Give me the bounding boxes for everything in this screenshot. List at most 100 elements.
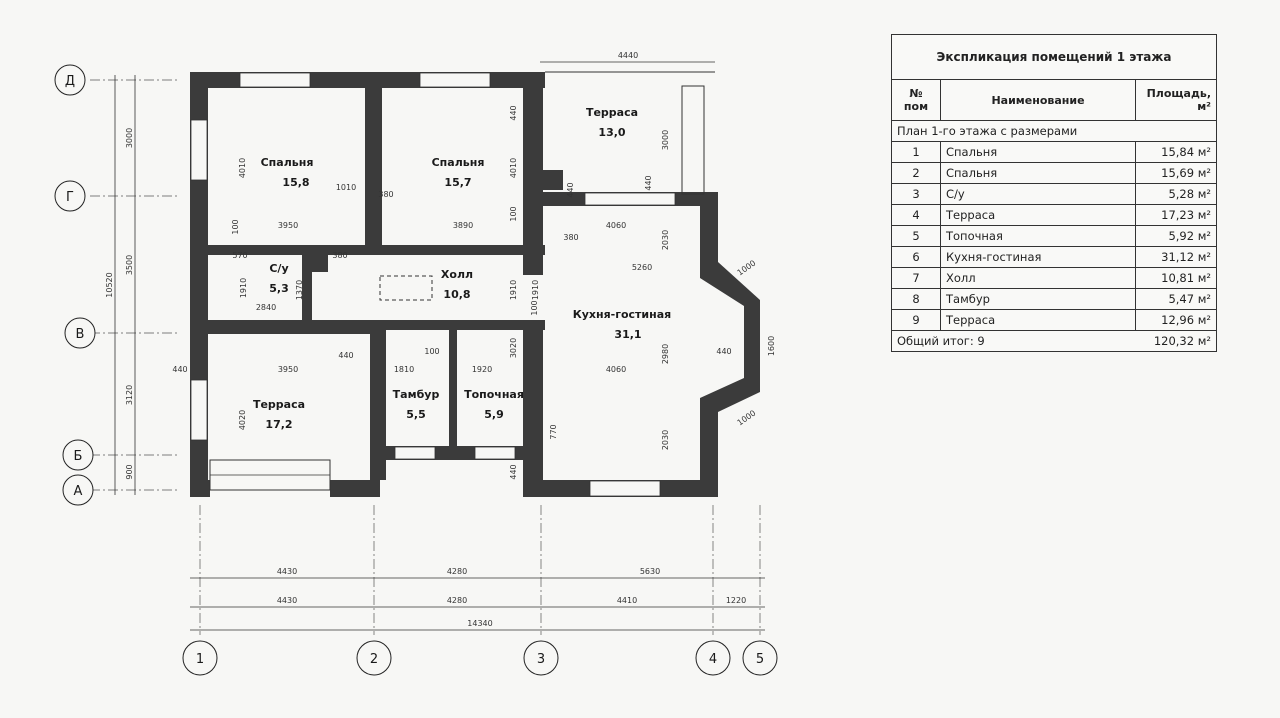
dim-label: 10520 <box>105 272 114 297</box>
room-labels: Спальня 15,8 Спальня 15,7 Терраса 13,0 С… <box>253 106 671 431</box>
row-area: 15,84 м² <box>1135 141 1217 163</box>
dim-label: 3120 <box>125 385 134 405</box>
row-name: Спальня <box>940 162 1136 184</box>
dim-label: 14340 <box>467 619 492 628</box>
dim-label: 4410 <box>617 596 637 605</box>
dim-label: 3000 <box>661 130 670 150</box>
axis-col-label: 3 <box>537 652 545 667</box>
wall-hall-kitchen <box>523 255 543 275</box>
dim-label: 2030 <box>661 430 670 450</box>
row-axis-markers: Д Г В Б А <box>54 64 96 506</box>
dim-label: 5630 <box>640 567 660 576</box>
room-name: Терраса <box>253 398 305 411</box>
dim-label: 1600 <box>767 336 776 356</box>
row-num: 1 <box>891 141 941 163</box>
axis-row-marker <box>54 180 86 212</box>
wall-tambour-divider <box>449 330 457 455</box>
dim-label: 1000 <box>736 258 758 277</box>
dim-label: 5260 <box>632 263 652 272</box>
wall-tambour-left <box>370 320 386 480</box>
window-bedroom2-top <box>419 72 491 88</box>
room-name: Спальня <box>261 156 314 169</box>
axis-col-label: 1 <box>196 652 204 667</box>
col-axis-markers: 1 2 3 4 5 <box>182 640 778 676</box>
row-name: Терраса <box>940 309 1136 331</box>
room-name: Тамбур <box>393 388 440 401</box>
dim-label: 440 <box>172 365 187 374</box>
row-area: 5,28 м² <box>1135 183 1217 205</box>
dim-label: 3000 <box>125 128 134 148</box>
dim-label: 2980 <box>661 344 670 364</box>
axis-col-label: 5 <box>756 652 764 667</box>
row-area: 5,47 м² <box>1135 288 1217 310</box>
room-name: Кухня-гостиная <box>573 308 671 321</box>
dim-label: 4060 <box>606 221 626 230</box>
room-area: 31,1 <box>614 328 641 341</box>
axis-col-marker <box>182 640 218 676</box>
dim-label: 4440 <box>618 51 638 60</box>
window-bedroom1-left <box>190 119 208 181</box>
axis-row-marker <box>64 317 96 349</box>
table-title: Экспликация помещений 1 этажа <box>891 34 1217 80</box>
row-num: 7 <box>891 267 941 289</box>
room-area: 5,3 <box>269 282 289 295</box>
dim-label: 1370 <box>295 280 304 300</box>
dim-label: 380 <box>332 251 347 260</box>
dim-label: 2030 <box>661 230 670 250</box>
dim-label: 100 <box>424 347 439 356</box>
dim-label: 3020 <box>509 338 518 358</box>
room-area: 15,8 <box>282 176 309 189</box>
dim-label: 4020 <box>238 410 247 430</box>
row-name: Спальня <box>940 141 1136 163</box>
table-row: 3 С/у 5,28 м² <box>891 183 1217 205</box>
explication-table: Экспликация помещений 1 этажа № пом Наим… <box>891 34 1217 352</box>
dim-label: 4430 <box>277 567 297 576</box>
row-area: 5,92 м² <box>1135 225 1217 247</box>
window-terrace-left <box>190 379 208 441</box>
row-name: Холл <box>940 267 1136 289</box>
dim-label: 1910 <box>531 280 540 300</box>
table-row: 1 Спальня 15,84 м² <box>891 141 1217 163</box>
axis-col-marker <box>356 640 392 676</box>
dimension-texts: 4430 4280 5630 4430 4280 4410 1220 14340… <box>105 51 776 628</box>
dim-label: 1220 <box>726 596 746 605</box>
wall-terrace-corner <box>190 480 210 497</box>
terrace-railing <box>681 85 705 195</box>
row-area: 17,23 м² <box>1135 204 1217 226</box>
dim-label: 100 <box>509 206 518 221</box>
room-area: 15,7 <box>444 176 471 189</box>
window-kitchen-bottom <box>589 480 661 497</box>
dim-label: 440 <box>566 182 575 197</box>
axis-col-marker <box>523 640 559 676</box>
row-name: Тамбур <box>940 288 1136 310</box>
dim-label: 1010 <box>336 183 356 192</box>
row-name: Терраса <box>940 204 1136 226</box>
wall-bath-right <box>302 255 312 325</box>
dim-label: 440 <box>716 347 731 356</box>
dim-label: 4430 <box>277 596 297 605</box>
wall-kitchen-right-upper <box>700 192 718 264</box>
dim-label: 3950 <box>278 365 298 374</box>
room-area: 5,5 <box>406 408 426 421</box>
row-num: 9 <box>891 309 941 331</box>
axis-row-label: Г <box>66 190 74 205</box>
wall-bath-shaft <box>310 252 328 272</box>
axis-row-label: Б <box>74 449 83 464</box>
total-area: 120,32 м² <box>1135 330 1217 352</box>
col-header-name: Наименование <box>940 79 1136 121</box>
dim-label: 1000 <box>736 408 758 427</box>
dim-label: 100 <box>530 300 539 315</box>
col-header-area: Площадь, м² <box>1135 79 1217 121</box>
dim-label: 1920 <box>472 365 492 374</box>
wall-under-hall <box>190 320 380 334</box>
axis-row-label: А <box>74 484 83 499</box>
dim-label: 100 <box>231 219 240 234</box>
wall-terrace-base <box>330 480 380 497</box>
row-num: 4 <box>891 204 941 226</box>
table-row: 9 Терраса 12,96 м² <box>891 309 1217 331</box>
room-name: Топочная <box>464 388 524 401</box>
dim-label: 3890 <box>453 221 473 230</box>
room-area: 13,0 <box>598 126 625 139</box>
row-area: 31,12 м² <box>1135 246 1217 268</box>
hall-dashed-rect <box>379 275 433 301</box>
